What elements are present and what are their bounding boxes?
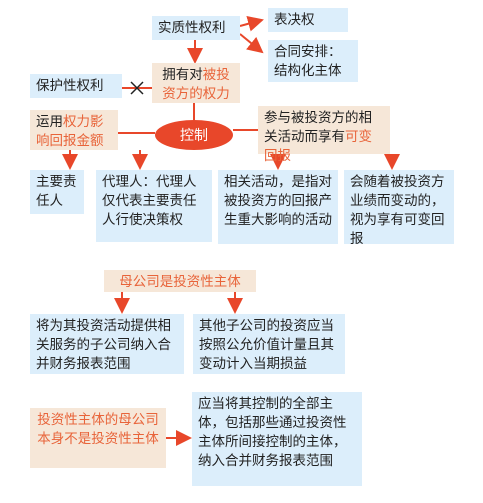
arrow-to-contract [239, 33, 264, 54]
arrow-to-voting [239, 15, 264, 32]
power-prefix: 拥有对 [162, 67, 203, 83]
use-power-highlight: 权力影响回报金额 [36, 114, 104, 149]
relevant-activities-label: 相关活动，是指对被投资方的回报产生重大影响的活动 [224, 174, 332, 228]
other-sub-box: 其他子公司的投资应当按照公允价值计量且其变动计入当期损益 [193, 314, 345, 374]
parent-invest-entity-label: 母公司是投资性主体 [119, 274, 241, 290]
agent-label: 代理人：代理人仅代表主要责任人行使决策权 [102, 174, 197, 228]
protective-rights-box: 保护性权利 [30, 74, 122, 98]
variable-return-highlight: 可变回报 [264, 129, 372, 164]
protective-rights-label: 保护性权利 [36, 78, 104, 94]
power-box: 拥有对被投资方的权力 [152, 63, 240, 103]
contract-arrangement-box: 合同安排：结构化主体 [268, 40, 358, 82]
contract-arrangement-label: 合同安排：结构化主体 [274, 44, 342, 79]
service-sub-label: 将为其投资活动提供相关服务的子公司纳入合并财务报表范围 [36, 318, 171, 372]
use-power-box: 运用权力影响回报金额 [30, 110, 118, 150]
consolidate-all-box: 应当将其控制的全部主体，包括那些通过投资性主体所间接控制的主体，纳入合并财务报表… [192, 392, 362, 486]
other-sub-label: 其他子公司的投资应当按照公允价值计量且其变动计入当期损益 [199, 318, 334, 372]
principal-label: 主要责任人 [36, 174, 77, 209]
principal-box: 主要责任人 [30, 170, 84, 214]
voting-rights-label: 表决权 [274, 12, 315, 28]
return-fluctuation-box: 会随着被投资方业绩而变动的，视为享有可变回报 [344, 170, 454, 247]
substantive-rights-box: 实质性权利 [152, 16, 240, 40]
control-oval: 控制 [155, 120, 233, 150]
consolidate-all-label: 应当将其控制的全部主体，包括那些通过投资性主体所间接控制的主体，纳入合并财务报表… [198, 396, 347, 469]
control-label: 控制 [180, 128, 208, 144]
service-sub-box: 将为其投资活动提供相关服务的子公司纳入合并财务报表范围 [30, 314, 184, 374]
parent-not-entity-label: 投资性主体的母公司本身不是投资性主体 [37, 412, 159, 447]
relevant-activities-box: 相关活动，是指对被投资方的回报产生重大影响的活动 [218, 170, 338, 244]
variable-return-box: 参与被投资方的相关活动而享有可变回报 [258, 106, 390, 164]
use-power-prefix: 运用 [36, 114, 63, 130]
agent-box: 代理人：代理人仅代表主要责任人行使决策权 [96, 170, 212, 242]
parent-not-entity-box: 投资性主体的母公司本身不是投资性主体 [30, 408, 166, 468]
parent-invest-entity-box: 母公司是投资性主体 [104, 270, 256, 292]
power-highlight: 被投资方的权力 [162, 67, 230, 102]
return-fluctuation-label: 会随着被投资方业绩而变动的，视为享有可变回报 [350, 174, 445, 247]
substantive-rights-label: 实质性权利 [158, 20, 226, 36]
voting-rights-box: 表决权 [268, 8, 348, 32]
variable-return-prefix: 参与被投资方的相关活动而享有 [264, 110, 372, 145]
